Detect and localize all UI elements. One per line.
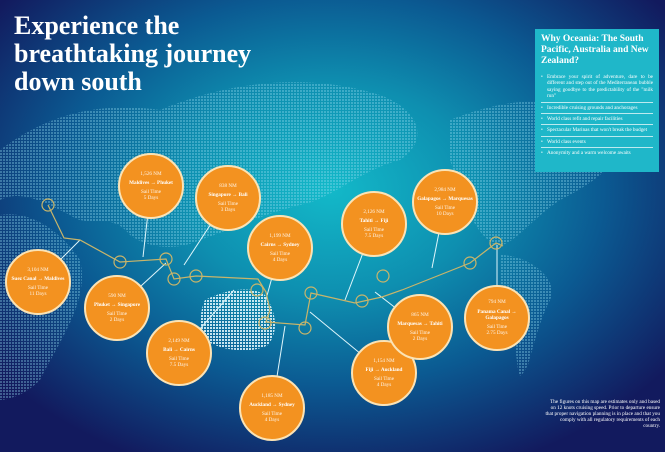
leg-route: Panama Canal → Galapagos: [477, 308, 517, 321]
leg-bubble: 1,185 NM Auckland → Sydney Sail Time 4 D…: [239, 375, 305, 441]
sail-time-label: Sail Time: [27, 285, 49, 291]
benefits-list: Embrace your spirit of adventure, dare t…: [541, 72, 653, 159]
sail-time: 2 Days: [412, 336, 428, 343]
leg-route: Phuket → Singapore: [93, 301, 141, 308]
sail-time-label: Sail Time: [261, 411, 283, 417]
leg-distance: 2,984 NM: [434, 186, 456, 193]
leg-route: Galapagos → Marquesas: [417, 195, 473, 202]
panel-title: Why Oceania: The South Pacific, Australi…: [541, 34, 649, 66]
leg-route: Auckland → Sydney: [249, 401, 295, 408]
leg-distance: 590 NM: [108, 292, 126, 299]
leg-route: Tahiti → Fiji: [359, 217, 389, 224]
leg-distance: 2,149 NM: [168, 337, 190, 344]
australia-land: [200, 289, 276, 351]
leg-distance: 3,104 NM: [27, 266, 49, 273]
sail-time: 7.5 Days: [169, 362, 189, 369]
leg-route: Maldives → Phuket: [129, 179, 173, 186]
leg-distance: 838 NM: [219, 182, 237, 189]
sail-time: 2.75 Days: [486, 330, 508, 337]
leg-route: Singapore → Bali: [208, 191, 248, 198]
leg-route: Bali → Cairns: [163, 346, 195, 353]
sail-time-label: Sail Time: [106, 311, 128, 317]
sail-time: 4 Days: [264, 417, 280, 424]
sailing-route: [47, 204, 504, 326]
sail-time-label: Sail Time: [373, 376, 395, 382]
benefit-item: World class refit and repair facilities: [541, 114, 653, 126]
leg-route: Suez Canal → Maldives: [11, 275, 65, 282]
leg-distance: 794 NM: [488, 299, 506, 306]
route-waypoints: [41, 198, 503, 335]
leg-bubble: 1,526 NM Maldives → Phuket Sail Time 5 D…: [118, 153, 184, 219]
leg-bubble: 838 NM Singapore → Bali Sail Time 3 Days: [195, 165, 261, 231]
sail-time-label: Sail Time: [434, 205, 456, 211]
sail-time: 10 Days: [436, 211, 454, 218]
leg-distance: 1,199 NM: [269, 232, 291, 239]
leg-bubble: 1,154 NM Fiji → Auckland Sail Time 4 Day…: [351, 340, 417, 406]
sail-time: 3 Days: [220, 207, 236, 214]
leg-route: Fiji → Auckland: [365, 366, 403, 373]
sail-time-label: Sail Time: [409, 330, 431, 336]
sail-time: 11 Days: [29, 291, 47, 298]
leg-route: Marquesas → Tahiti: [397, 320, 443, 327]
sail-time-label: Sail Time: [269, 251, 291, 257]
leg-distance: 2,126 NM: [363, 208, 385, 215]
leg-bubble: 2,126 NM Tahiti → Fiji Sail Time 7.5 Day…: [341, 191, 407, 257]
eurasia-land: [0, 82, 418, 247]
sail-time: 5 Days: [143, 195, 159, 202]
sail-time: 2 Days: [109, 317, 125, 324]
leg-bubble: 2,149 NM Bali → Cairns Sail Time 7.5 Day…: [146, 320, 212, 386]
benefit-item: Anonymity and a warm welcome awaits: [541, 148, 653, 158]
leg-distance: 1,526 NM: [140, 170, 162, 177]
sail-time: 4 Days: [272, 257, 288, 264]
benefit-item: Incredible cruising grounds and anchorag…: [541, 103, 653, 115]
disclaimer-note: The figures on this map are estimates on…: [545, 399, 660, 429]
sail-time: 7.5 Days: [364, 233, 384, 240]
sail-time-label: Sail Time: [140, 189, 162, 195]
leg-bubble: 865 NM Marquesas → Tahiti Sail Time 2 Da…: [387, 294, 453, 360]
sail-time-label: Sail Time: [217, 201, 239, 207]
sail-time: 4 Days: [376, 382, 392, 389]
leg-bubble: 794 NM Panama Canal → Galapagos Sail Tim…: [464, 285, 530, 351]
leg-distance: 1,154 NM: [373, 357, 395, 364]
leg-route: Cairns → Sydney: [260, 241, 300, 248]
leg-bubble: 3,104 NM Suez Canal → Maldives Sail Time…: [5, 249, 71, 315]
sail-time-label: Sail Time: [363, 227, 385, 233]
leg-distance: 1,185 NM: [261, 392, 283, 399]
sail-time-label: Sail Time: [168, 356, 190, 362]
leg-distance: 865 NM: [411, 311, 429, 318]
leg-bubble: 590 NM Phuket → Singapore Sail Time 2 Da…: [84, 275, 150, 341]
benefit-item: Embrace your spirit of adventure, dare t…: [541, 72, 653, 103]
sail-time-label: Sail Time: [486, 324, 508, 331]
headline: Experience the breathtaking journey down…: [14, 11, 252, 96]
benefit-item: World class events: [541, 137, 653, 149]
benefit-item: Spectacular Marinas that won't break the…: [541, 125, 653, 137]
leg-bubble: 1,199 NM Cairns → Sydney Sail Time 4 Day…: [247, 215, 313, 281]
leg-bubble: 2,984 NM Galapagos → Marquesas Sail Time…: [412, 169, 478, 235]
why-oceania-panel: Why Oceania: The South Pacific, Australi…: [535, 29, 659, 172]
